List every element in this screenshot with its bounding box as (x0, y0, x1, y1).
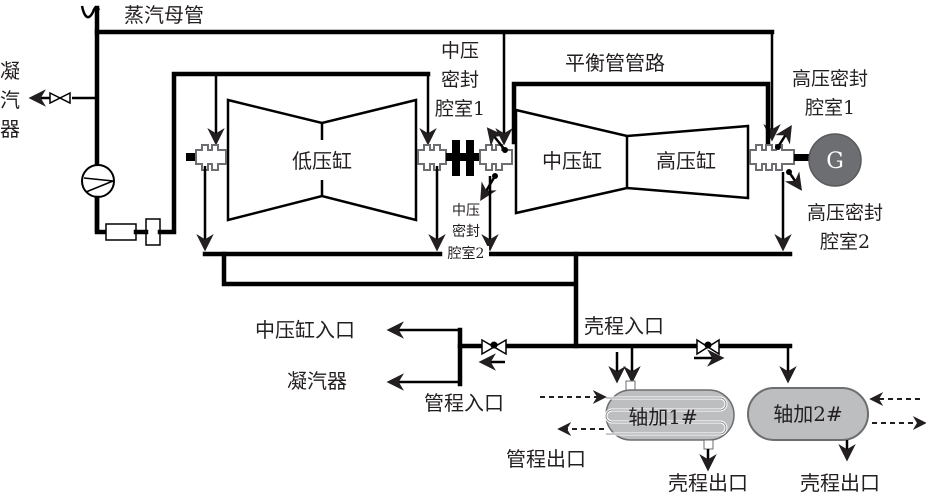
balance-pipe-label: 平衡管管路 (565, 51, 665, 75)
valve-icon (49, 91, 71, 105)
condenser-label-char-1: 凝 (0, 59, 20, 83)
ip-seal-chamber-1-line-3: 腔室1 (435, 98, 485, 120)
hp-seal-chamber-2-line-1: 高压密封 (807, 202, 883, 224)
hp-seal-chamber-1-line-2: 腔室1 (805, 97, 855, 119)
hp-rear-seal (749, 144, 810, 175)
balance-pipe (511, 81, 771, 145)
lp-cylinder-label: 低压缸 (292, 149, 352, 173)
gland-heater-2-label: 轴加2# (773, 402, 842, 426)
ip-seal-chamber-2-line-1: 中压 (452, 203, 480, 219)
hp-cylinder-label: 高压缸 (656, 149, 716, 173)
motor-icon (105, 223, 137, 241)
condenser-label-char-3: 器 (0, 117, 20, 141)
lp-cylinder (226, 98, 418, 222)
ip-seal-chamber-1-line-1: 中压 (441, 40, 479, 62)
gland-heater-2: 轴加2# (747, 387, 869, 441)
tube-side-inlet-label: 管程入口 (424, 391, 504, 415)
gland-heater-1: 轴加1# (604, 380, 735, 450)
shell-side-outlet-2-label: 壳程出口 (800, 471, 880, 495)
valve-left-icon (481, 338, 507, 356)
condenser-branch (28, 89, 97, 107)
condenser-bottom-label: 凝汽器 (287, 369, 347, 393)
ip-cylinder-inlet-label: 中压缸入口 (255, 318, 355, 342)
pump-icon (81, 164, 115, 198)
ip-seal-chamber-2-line-2: 密封 (452, 223, 480, 240)
ip-hp-cylinder (514, 108, 750, 215)
generator-label: G (826, 149, 844, 174)
hp-seal-chamber-2-line-2: 腔室2 (820, 231, 870, 253)
ip-front-seal (479, 144, 513, 179)
steam-header-label: 蒸汽母管 (124, 3, 204, 27)
gland-heater-1-label: 轴加1# (628, 405, 697, 429)
shell-side-outlet-1-label: 壳程出口 (668, 471, 748, 495)
generator: G (808, 133, 862, 187)
shell-side-inlet-label: 壳程入口 (584, 314, 664, 338)
shaft-coupling (446, 140, 480, 176)
ip-seal-chamber-1-line-2: 密封 (441, 69, 479, 91)
hp-seal-chamber-1-line-1: 高压密封 (792, 68, 868, 90)
valve-right-icon (696, 338, 720, 356)
condenser-label-char-2: 汽 (0, 88, 20, 112)
ip-cylinder-label: 中压缸 (542, 149, 602, 173)
ip-seal-chamber-2-line-3: 腔室2 (448, 245, 485, 262)
tube-side-outlet-label: 管程出口 (506, 447, 586, 471)
lp-rear-seal (417, 144, 447, 171)
